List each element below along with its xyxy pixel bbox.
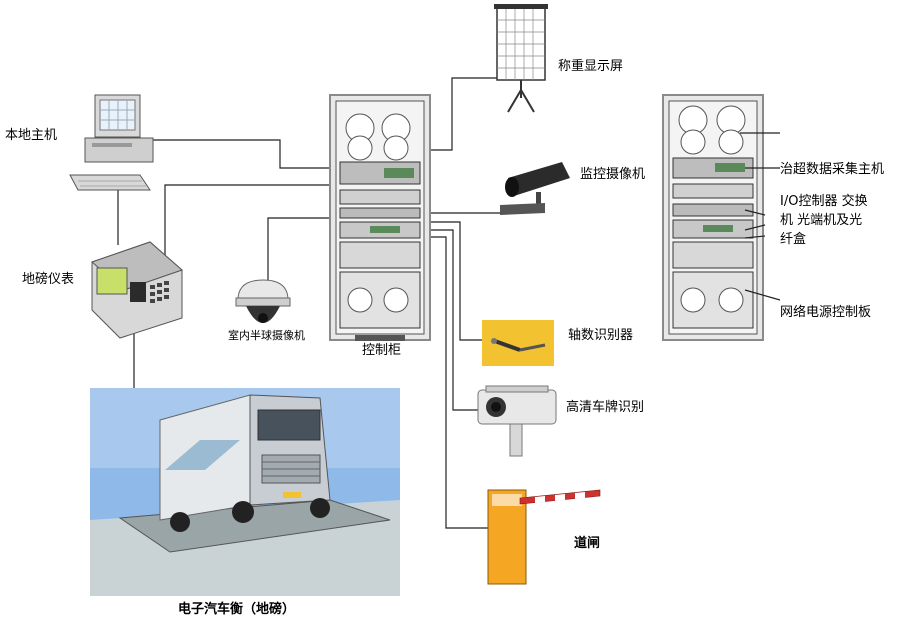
plate-recognition-label: 高清车牌识别 bbox=[566, 399, 644, 415]
scale-indicator-label: 地磅仪表 bbox=[22, 271, 74, 287]
network-power-board-label: 网络电源控制板 bbox=[780, 304, 871, 320]
control-cabinet bbox=[329, 94, 431, 341]
local-host-label: 本地主机 bbox=[5, 128, 57, 143]
io-controller-label-2: 机 光端机及光 bbox=[780, 213, 862, 228]
connection-wires bbox=[117, 77, 500, 529]
truck-scale-scene bbox=[90, 388, 400, 596]
io-controller-label-1: I/O控制器 交换 bbox=[780, 193, 868, 209]
weigh-display-label: 称重显示屏 bbox=[558, 58, 623, 74]
wire-cabinet-barrier bbox=[425, 236, 488, 529]
wire-indicator-cabinet bbox=[164, 184, 382, 270]
truck-scale-label: 电子汽车衡（地磅） bbox=[178, 601, 295, 617]
scale-indicator-icon bbox=[91, 241, 183, 339]
dome-camera-icon bbox=[235, 279, 291, 323]
data-cabinet-leader-lines bbox=[740, 132, 781, 301]
wire-cabinet-dome bbox=[267, 217, 340, 280]
barrier-gate-label: 道闸 bbox=[574, 535, 600, 551]
io-controller-label-3: 纤盒 bbox=[780, 231, 806, 247]
indoor-dome-camera-label: 室内半球摄像机 bbox=[228, 328, 305, 342]
weigh-display-icon bbox=[494, 4, 548, 113]
surveillance-camera-label: 监控摄像机 bbox=[580, 167, 645, 182]
data-cabinet bbox=[662, 94, 764, 341]
plate-recognition-camera-icon bbox=[477, 385, 557, 457]
barrier-gate-icon bbox=[487, 489, 601, 585]
control-cabinet-label: 控制柜 bbox=[362, 343, 401, 358]
overload-data-host-label: 治超数据采集主机 bbox=[780, 161, 884, 177]
wire-cabinet-plate bbox=[425, 229, 478, 411]
wire-cabinet-display bbox=[425, 77, 498, 151]
axle-detector-icon bbox=[482, 320, 554, 366]
surveillance-camera-icon bbox=[500, 162, 570, 215]
local-host-icon bbox=[69, 94, 154, 191]
axle-detector-label: 轴数识别器 bbox=[568, 328, 633, 343]
wire-cabinet-axle bbox=[425, 221, 482, 341]
